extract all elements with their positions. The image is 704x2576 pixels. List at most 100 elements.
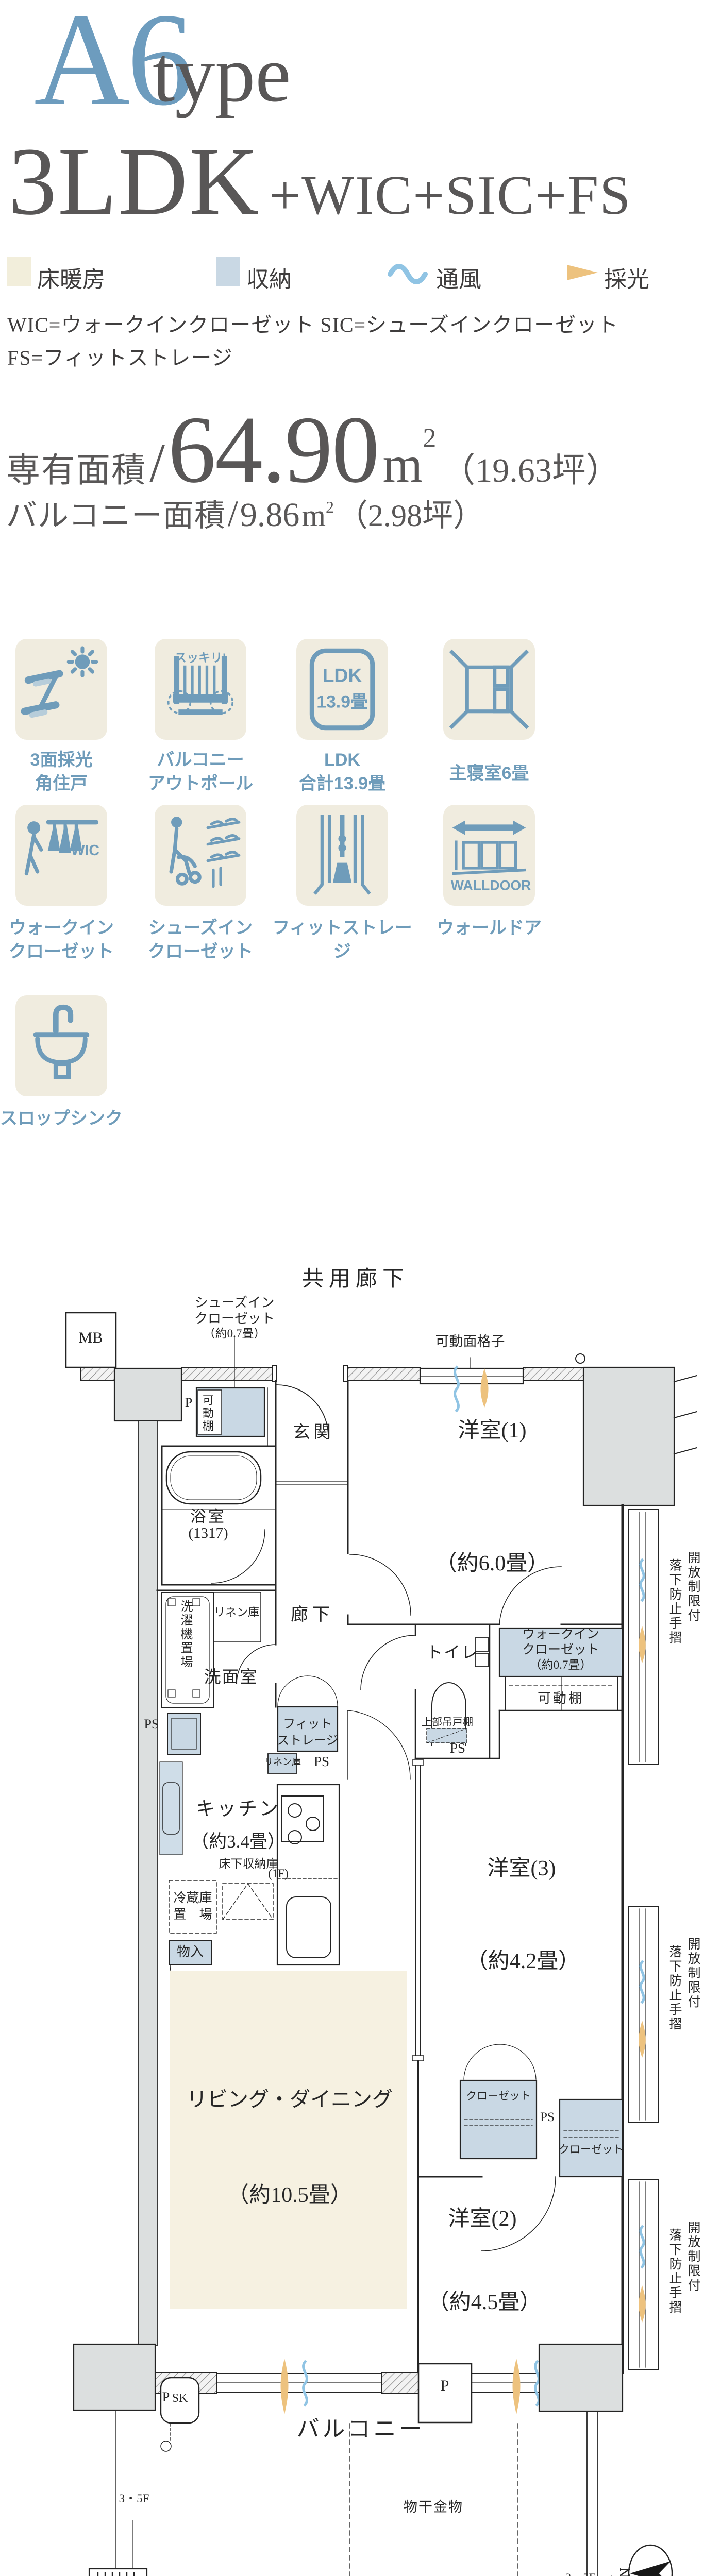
label-toilet: トイレ [426,1643,479,1662]
feature-label-slopsink-l1: スロップシンク [0,1109,123,1128]
label-hallway: 廊下 [291,1605,334,1624]
label-p-2: P [162,2389,170,2404]
balcony-area-unit-sup: 2 [326,498,334,516]
label-linen-2: リネン庫 [264,1757,301,1767]
label-ps-2: PS [449,1740,466,1756]
balcony-area-line: バルコニー面積 / 9.86 m 2 （2.98坪） [6,490,484,535]
walldoor-icon-text: WALLDOOR [451,878,531,893]
living-dining-floor-heating [170,1971,407,2309]
ldk-icon-text1: LDK [323,665,362,686]
feature-label-wic-l1: ウォークイン [9,918,114,938]
feature-tile-master-bedroom [443,639,535,740]
feature-tile-sic [155,805,246,906]
label-room1: 洋室(1) [458,1419,527,1443]
fit-storage-icon [313,815,371,895]
powder-room-walls [236,1445,277,1708]
laundry-area [156,1589,277,1708]
feature-label-fs: フィットストレージ [270,916,414,963]
ldk-size-icon: LDK 13.9畳 [309,648,375,731]
label-rail-a-2: 開放制限付 [686,1937,700,2009]
label-plan-compass-n: N [617,2567,634,2576]
label-ps-3: PS [540,2110,555,2124]
feature-label-wic: ウォークイン クローゼット [0,916,133,963]
feature-label-corner-l1: 3面採光 [30,750,93,770]
feature-label-outpole: バルコニー アウトポール [128,748,273,795]
shoes-in-closet-box [195,1335,265,1437]
feature-label-fs-l1: フィットストレージ [272,918,412,961]
label-balcony: バルコニー [296,2416,425,2442]
kitchen-counter [276,1784,340,1966]
label-rail-b-1: 落下防止手摺 [667,1558,681,1645]
label-sic-l1: シューズイン [194,1295,275,1310]
label-f35-left: 3・5F [119,2492,149,2505]
label-room2: 洋室(2) [448,2207,517,2231]
label-sic-l3: （約0.7畳） [203,1327,266,1340]
feature-label-walldoor-l1: ウォールドア [437,918,542,938]
feature-label-ldk-l2: 合計13.9畳 [298,774,386,793]
label-movable-shelf-sic: 可動棚 [201,1394,214,1433]
exclusive-area-sep: / [149,433,165,494]
label-rail-a-3: 開放制限付 [686,2221,700,2293]
label-movable-lattice: 可動面格子 [435,1334,505,1349]
feature-tile-corner-daylight [15,639,107,740]
label-linen-1: リネン庫 [213,1606,260,1619]
feature-label-sic-l2: クローゼット [148,942,253,961]
linen-box-lower [267,1753,297,1774]
feature-label-sic-l1: シューズイン [148,918,253,938]
legend-floor-heating-swatch [7,257,31,286]
outpole-badge: スッキリ! [175,651,226,665]
plan-compass [628,2544,673,2576]
feature-tile-outpole: スッキリ! [155,639,246,740]
service-strip-left [138,1420,158,2346]
label-wic-l2: クローゼット [522,1643,600,1657]
legend-ventilation-wave-icon [388,264,428,284]
layout-main: 3LDK [8,127,260,235]
label-sic-l2: クローゼット [194,1311,275,1326]
label-storage-in: 物入 [176,1944,204,1959]
balcony-area-unit: m [301,499,326,533]
wall-door-track [412,1759,424,2374]
label-upper-cabinet: 上部吊戸棚 [422,1717,473,1728]
feature-label-wic-l2: クローゼット [9,942,114,961]
feature-label-slopsink: スロップシンク [0,1107,133,1130]
label-p-3: P [440,2377,449,2394]
legend-storage-label: 収納 [246,267,292,292]
bedroom-closets [417,2044,624,2251]
label-rail-b-3: 落下防止手摺 [667,2228,681,2315]
label-kitchen: キッチン [196,1799,280,1820]
balcony-outpole-icon: スッキリ! [167,651,234,715]
toilet-room [360,1623,491,1759]
balcony-area-sep: / [227,493,238,534]
fridge-space [169,1880,217,1934]
slop-sink-icon [33,1004,90,1079]
label-rail-b-2: 落下防止手摺 [667,1945,681,2031]
label-room3: 洋室(3) [487,1857,556,1880]
label-mb: MB [78,1329,103,1346]
feature-label-bedroom-l1: 主寝室6畳 [449,764,529,783]
feature-label-corner-l2: 角住戸 [35,774,88,793]
exclusive-area-unit-sup: 2 [423,423,437,453]
label-bath: 浴室 [190,1507,226,1526]
label-wic-l1: ウォークイン [522,1628,600,1641]
feature-label-outpole-l2: アウトポール [148,774,253,793]
east-window-room1 [628,1509,659,1765]
label-fridge-l1: 冷蔵庫 [173,1891,212,1905]
feature-label-walldoor: ウォールドア [417,916,561,940]
master-bedroom-icon [449,649,529,730]
feature-label-outpole-l1: バルコニー [157,750,244,770]
legend-storage-swatch [216,257,240,286]
legend-floor-heating-label: 床暖房 [37,267,105,292]
structure-column-left [113,1367,182,1422]
balcony-area-label: バルコニー面積 [6,499,226,533]
label-underfloor: 床下収納庫 [219,1857,278,1870]
feature-label-ldk: LDK 合計13.9畳 [270,748,414,795]
legend-daylight-label: 採光 [604,267,649,292]
walk-in-closet-icon: WIC [24,820,99,876]
feature-label-sic: シューズイン クローゼット [128,916,273,963]
wic-icon-text: WIC [71,842,99,859]
label-genkan: 玄関 [293,1423,334,1442]
wall-door-icon: WALLDOOR [451,820,531,893]
exclusive-area-label: 専有面積 [6,452,146,489]
walk-in-closet-box [489,1627,624,1759]
